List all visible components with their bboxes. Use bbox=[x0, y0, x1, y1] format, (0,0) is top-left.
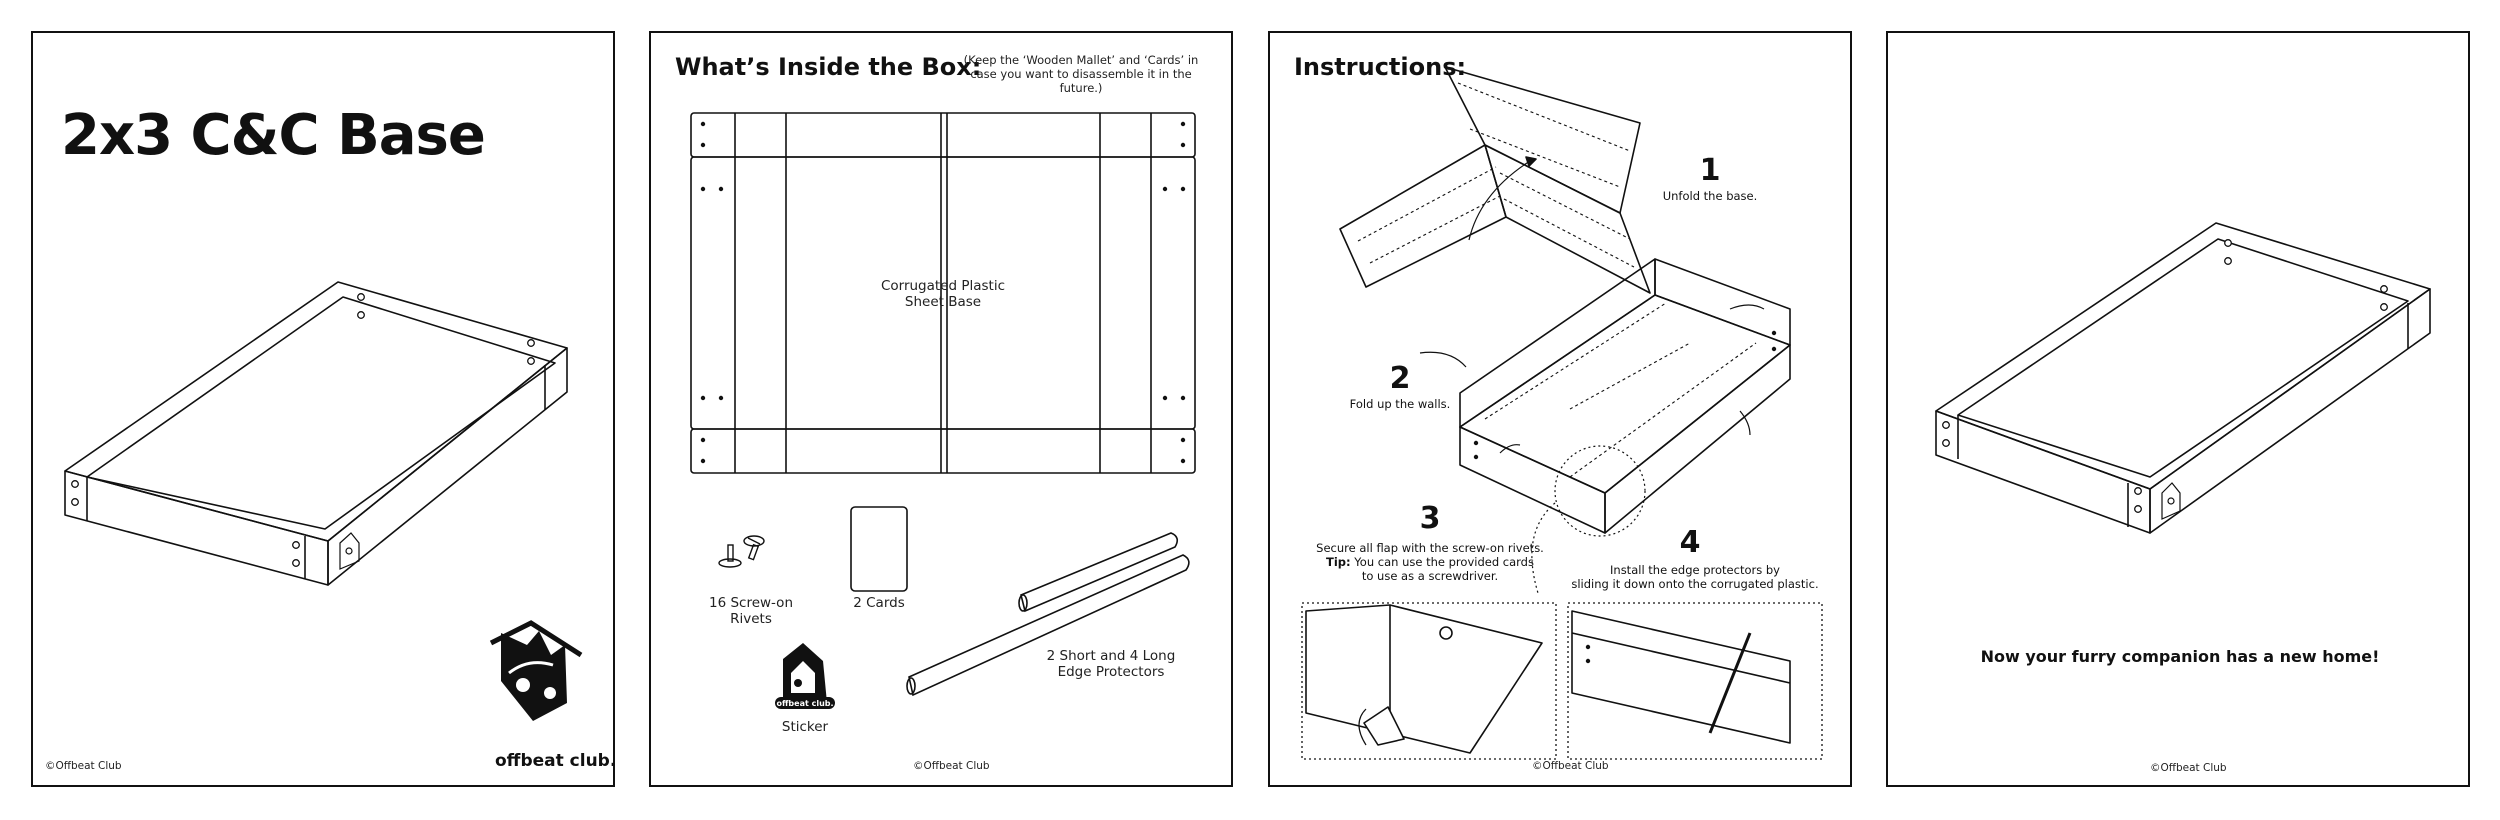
copyright-text: ©Offbeat Club bbox=[45, 760, 122, 772]
sticker-label: Sticker bbox=[781, 719, 829, 735]
sticker-logo-icon bbox=[775, 643, 835, 709]
sticker-brand-text: offbeat club. bbox=[776, 699, 834, 708]
instructions-page: Instructions: bbox=[1268, 31, 1852, 787]
rivet-icon bbox=[718, 535, 765, 568]
cover-page: 2x3 C&C Base bbox=[31, 31, 615, 787]
offbeat-club-logo-icon bbox=[489, 620, 583, 721]
step-3-text: Secure all flap with the screw-on rivets… bbox=[1316, 541, 1544, 555]
note-line: case you want to disassemble it in the f… bbox=[970, 67, 1192, 95]
step-2-text: Fold up the walls. bbox=[1349, 397, 1451, 411]
keep-items-note: (Keep the ‘Wooden Mallet’ and ‘Cards’ in… bbox=[951, 53, 1211, 95]
step3-detail-diagram bbox=[1305, 604, 1543, 754]
label-line: 16 Screw-on bbox=[709, 595, 793, 611]
step-1-text: Unfold the base. bbox=[1662, 189, 1758, 203]
edge-protectors-label: 2 Short and 4 Long Edge Protectors bbox=[1011, 648, 1211, 680]
label-line: Corrugated Plastic bbox=[880, 278, 1006, 294]
cards-label: 2 Cards bbox=[853, 595, 905, 611]
instructions-illustration bbox=[1301, 66, 1823, 760]
contents-illustration bbox=[690, 112, 1196, 709]
tip-text: You can use the provided cards bbox=[1350, 555, 1534, 569]
step-3-tip: Tip: You can use the provided cards to u… bbox=[1310, 555, 1550, 583]
step4-detail-diagram bbox=[1571, 610, 1791, 744]
step-4-number: 4 bbox=[1679, 525, 1701, 560]
label-line: 2 Short and 4 Long bbox=[1046, 648, 1176, 664]
copyright-text: ©Offbeat Club bbox=[2150, 762, 2227, 774]
copyright-text: ©Offbeat Club bbox=[1532, 760, 1609, 772]
note-line: (Keep the ‘Wooden Mallet’ and ‘Cards’ in bbox=[963, 53, 1199, 67]
label-line: Edge Protectors bbox=[1057, 664, 1165, 680]
step-1-number: 1 bbox=[1699, 153, 1721, 188]
step-line: sliding it down onto the corrugated plas… bbox=[1571, 577, 1819, 591]
contents-page: What’s Inside the Box: (Keep the ‘Wooden… bbox=[649, 31, 1233, 787]
card-icon bbox=[850, 506, 908, 592]
corner-logo-icon bbox=[339, 532, 360, 570]
step-3-number: 3 bbox=[1419, 501, 1441, 536]
completion-message: Now your furry companion has a new home! bbox=[1980, 647, 2380, 666]
edge-protector-icon bbox=[906, 532, 1190, 697]
step-4-text: Install the edge protectors by sliding i… bbox=[1570, 563, 1820, 591]
final-page: Now your furry companion has a new home!… bbox=[1886, 31, 2470, 787]
tip-label: Tip: bbox=[1326, 555, 1351, 569]
step3-detail-box bbox=[1301, 602, 1557, 760]
rivets-label: 16 Screw-on Rivets bbox=[691, 595, 811, 627]
plastic-sheet-diagram bbox=[690, 112, 1196, 474]
zoom-circle bbox=[1554, 445, 1646, 537]
finished-base-illustration bbox=[1935, 222, 2431, 534]
step-line: Install the edge protectors by bbox=[1610, 563, 1780, 577]
brand-name: offbeat club. bbox=[495, 751, 615, 771]
contents-heading: What’s Inside the Box: bbox=[675, 53, 982, 81]
tip-text: to use as a screwdriver. bbox=[1361, 569, 1499, 583]
label-line: Rivets bbox=[730, 611, 772, 627]
assembled-base-illustration bbox=[64, 281, 583, 721]
step1-unfold-diagram bbox=[1339, 66, 1651, 294]
step-2-number: 2 bbox=[1389, 361, 1411, 396]
instructions-heading: Instructions: bbox=[1294, 53, 1467, 81]
corner-logo-icon bbox=[2161, 482, 2181, 520]
product-title: 2x3 C&C Base bbox=[61, 103, 486, 168]
sheet-label: Corrugated Plastic Sheet Base bbox=[823, 278, 1063, 310]
label-line: Sheet Base bbox=[904, 294, 982, 310]
step2-fold-diagram bbox=[1419, 258, 1791, 534]
copyright-text: ©Offbeat Club bbox=[913, 760, 990, 772]
step4-detail-box bbox=[1567, 602, 1823, 760]
